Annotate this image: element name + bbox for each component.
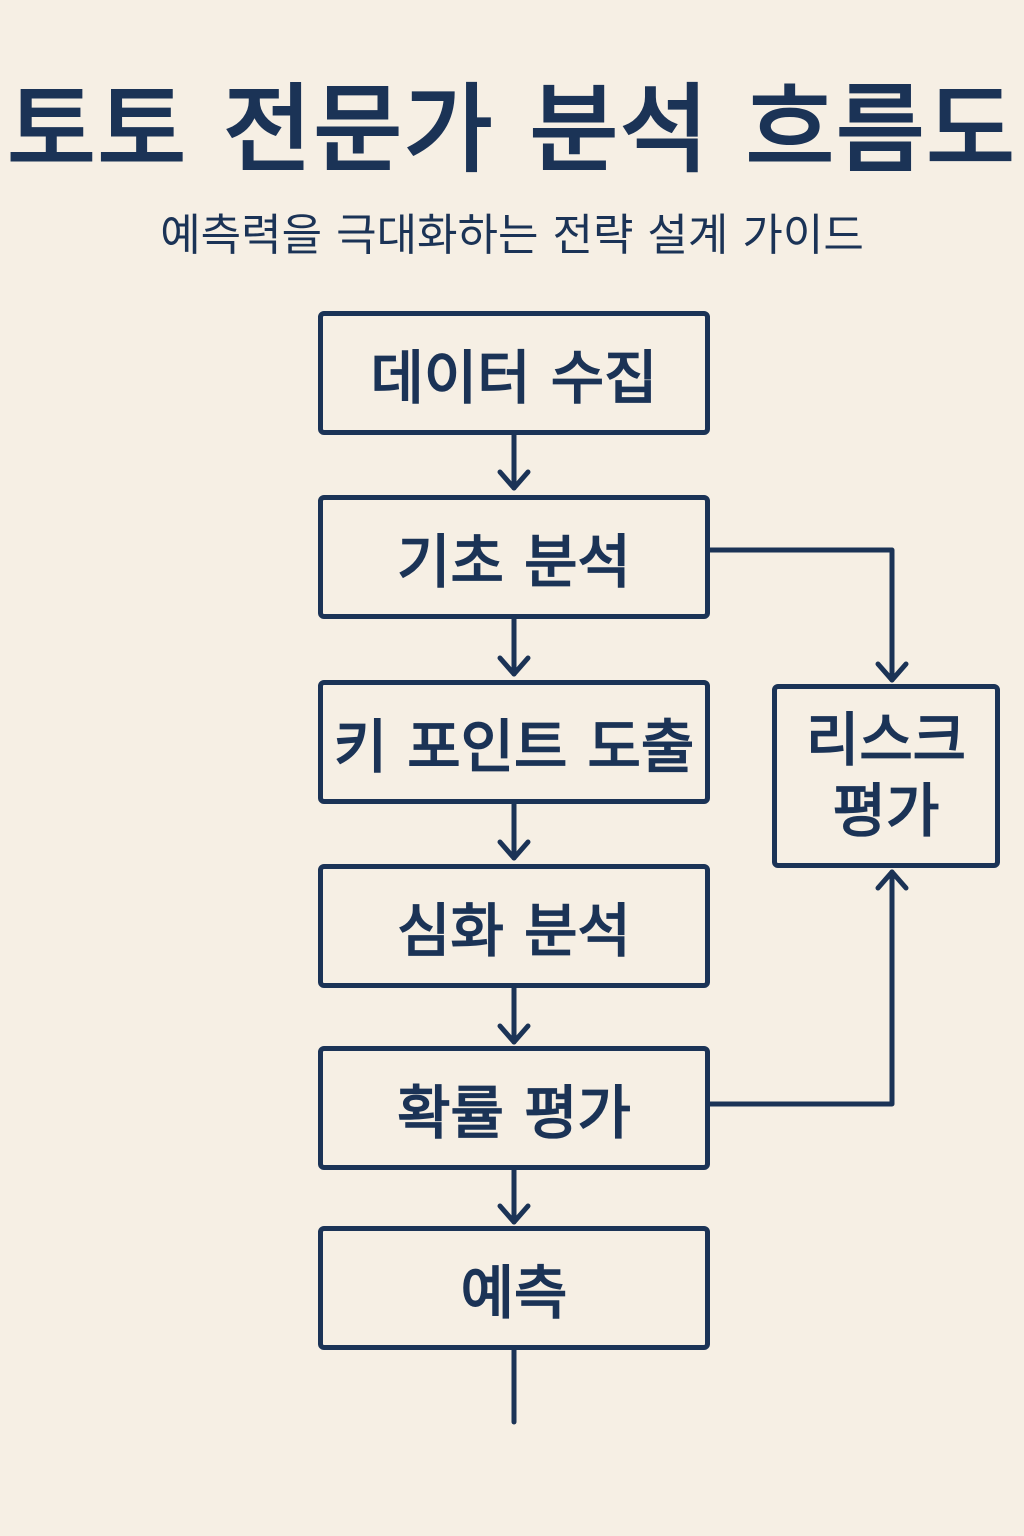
step-label: 예측 — [460, 1259, 568, 1327]
risk-label-line2: 평가 — [832, 777, 940, 845]
risk-label-line1: 리스크 — [805, 706, 967, 775]
step-label: 심화 분석 — [397, 897, 631, 965]
page-subtitle: 예측력을 극대화하는 전략 설계 가이드 — [160, 210, 864, 261]
arrow-collect-to-basic — [497, 431, 531, 491]
step-deep-analysis: 심화 분석 — [318, 864, 710, 988]
step-label: 기초 분석 — [397, 528, 631, 596]
step-data-collection: 데이터 수집 — [318, 311, 710, 435]
arrow-basic-to-risk — [707, 547, 909, 683]
step-label: 키 포인트 도출 — [333, 713, 695, 781]
arrow-probability-to-prediction — [497, 1163, 531, 1225]
step-prediction: 예측 — [318, 1226, 710, 1350]
step-key-point-derivation: 키 포인트 도출 — [318, 680, 710, 804]
page-title: 토토 전문가 분석 흐름도 — [7, 74, 1017, 186]
step-label: 데이터 수집 — [370, 344, 658, 412]
step-probability-assessment: 확률 평가 — [318, 1046, 710, 1170]
step-label: 확률 평가 — [397, 1079, 631, 1147]
arrow-probability-to-risk — [707, 869, 909, 1107]
arrow-deep-to-probability — [497, 983, 531, 1045]
arrow-keypoint-to-deep — [497, 799, 531, 861]
step-basic-analysis: 기초 분석 — [318, 495, 710, 619]
arrow-basic-to-keypoint — [497, 615, 531, 677]
risk-assessment-box: 리스크 평가 — [772, 684, 1000, 868]
